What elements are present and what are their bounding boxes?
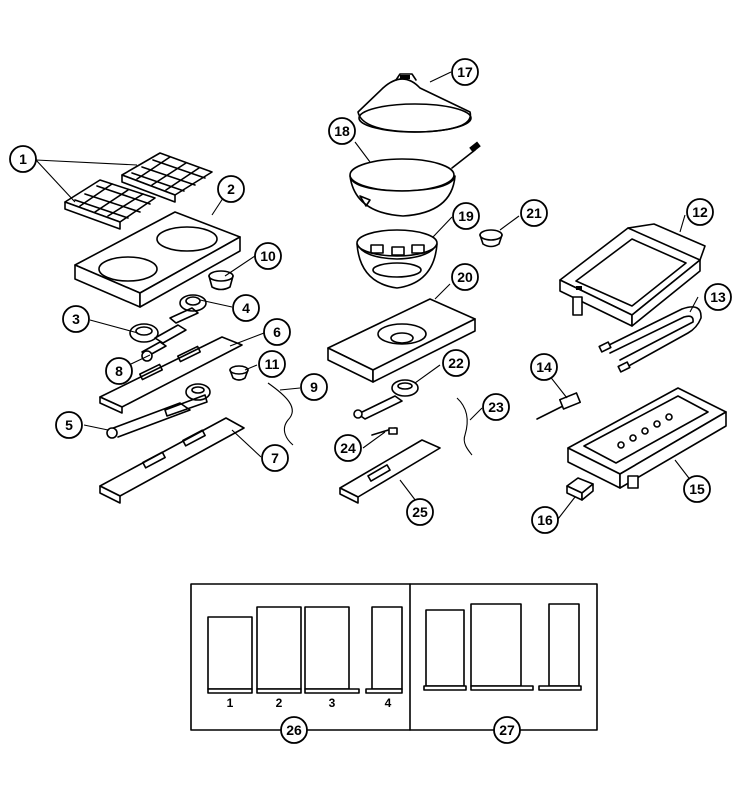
callout-16: 16 [531,506,559,534]
svg-text:9: 9 [310,379,318,395]
callout-12: 12 [686,198,714,226]
svg-text:14: 14 [536,359,552,375]
panel-box [190,583,598,731]
ignitor-14 [536,392,582,420]
svg-text:1: 1 [19,151,27,167]
svg-text:11: 11 [265,356,280,372]
knob-11 [229,365,249,381]
burner-box-7 [99,417,245,504]
svg-text:2: 2 [227,181,235,197]
callout-6: 6 [263,318,291,346]
burner-assembly-3 [129,323,187,344]
callout-24: 24 [334,434,362,462]
callout-2: 2 [217,175,245,203]
callout-17: 17 [451,58,479,86]
callout-8: 8 [105,357,133,385]
svg-text:13: 13 [710,289,726,305]
grate-right [121,152,213,203]
callout-18: 18 [328,117,356,145]
valve-8 [141,341,167,362]
callout-4: 4 [232,294,260,322]
svg-text:27: 27 [499,722,515,738]
callout-25: 25 [406,498,434,526]
panel-label-2: 2 [276,696,283,710]
wok [349,141,481,217]
valve-block-16 [566,477,594,501]
svg-text:4: 4 [242,300,250,316]
svg-text:3: 3 [72,311,80,327]
tube-burner-5 [106,383,211,439]
callout-20: 20 [451,263,479,291]
svg-text:15: 15 [689,481,705,497]
svg-text:5: 5 [65,417,73,433]
ignitor-wire-23 [456,397,473,456]
burner-assembly-4 [169,294,207,324]
ignitor-24 [371,427,398,436]
griddle-burner-tube [598,306,702,373]
ignitor-wire-9 [267,382,294,446]
callout-3: 3 [62,305,90,333]
panel-label-4: 4 [385,696,392,710]
callout-13: 13 [704,283,732,311]
callout-1: 1 [9,145,37,173]
panel-label-3: 3 [329,696,336,710]
svg-text:19: 19 [458,208,474,224]
callout-15: 15 [683,475,711,503]
svg-text:17: 17 [457,64,473,80]
griddle-burner-box [567,387,727,489]
svg-text:7: 7 [271,450,279,466]
callout-23: 23 [482,393,510,421]
callout-11: 11 [258,350,286,378]
svg-text:24: 24 [340,440,356,456]
callout-22: 22 [442,349,470,377]
wok-base-plate [327,298,476,383]
svg-text:8: 8 [115,363,123,379]
callout-14: 14 [530,353,558,381]
svg-text:20: 20 [457,269,473,285]
svg-text:16: 16 [537,512,553,528]
svg-text:25: 25 [412,504,428,520]
callout-27: 27 [493,716,521,744]
grate-left [64,179,156,230]
knob-10 [208,270,234,291]
svg-text:23: 23 [488,399,504,415]
svg-text:22: 22 [448,355,464,371]
callout-26: 26 [280,716,308,744]
wok-cover [357,73,472,133]
svg-text:12: 12 [692,204,708,220]
callout-9: 9 [300,373,328,401]
callout-5: 5 [55,411,83,439]
wok-burner-box [339,439,441,504]
callout-10: 10 [254,242,282,270]
burner-box-6 [99,336,243,414]
callout-19: 19 [452,202,480,230]
wok-ring [356,229,438,289]
callout-7: 7 [261,444,289,472]
knob-21 [479,229,503,248]
svg-text:26: 26 [286,722,302,738]
svg-text:18: 18 [334,123,350,139]
leader-lines [35,71,699,520]
svg-text:10: 10 [260,248,276,264]
panel-label-1: 1 [227,696,234,710]
burner-top-plate [74,211,241,308]
svg-text:21: 21 [526,205,542,221]
wok-burner [353,379,419,420]
svg-text:6: 6 [273,324,281,340]
callout-21: 21 [520,199,548,227]
griddle [559,223,706,327]
